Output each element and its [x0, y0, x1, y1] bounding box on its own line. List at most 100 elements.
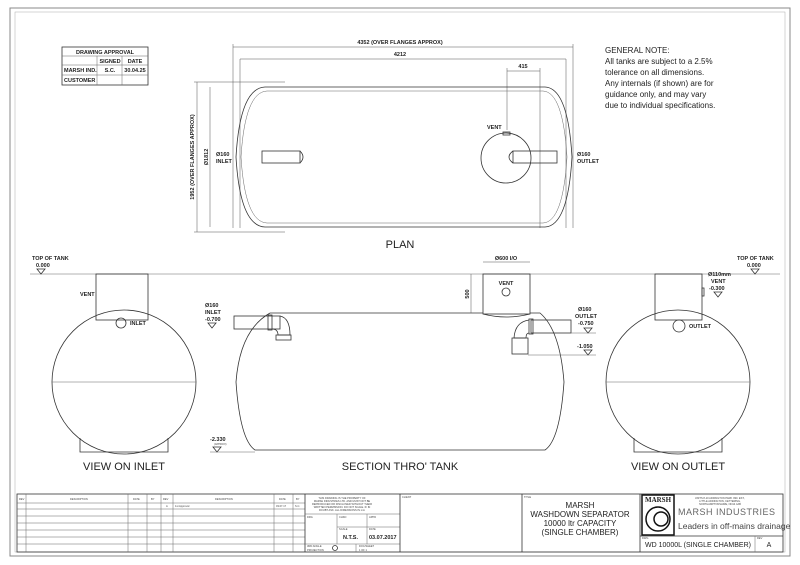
date-header: DATE	[279, 497, 286, 501]
plan-vent-label: VENT	[487, 125, 502, 131]
approval-date: 30.04.25	[124, 68, 145, 74]
plan-height-dimension: 1952 (OVER FLANGES APPROX)	[190, 114, 196, 200]
drawing-title-line: (SINGLE CHAMBER)	[542, 528, 619, 537]
section-base-level: -2.330	[210, 437, 226, 443]
revision-date: 03.07.17	[276, 504, 287, 508]
drawn-label: DRG	[307, 515, 313, 519]
by-header: BY	[296, 497, 300, 501]
inlet-view-vent-label: VENT	[80, 292, 95, 298]
view-on-inlet-title: VIEW ON INLET	[83, 461, 165, 473]
revision-id: A	[166, 504, 168, 508]
company-address: LITTLE ADDINGTON, KETTERING,	[699, 499, 741, 503]
section-outlet-pipe	[511, 318, 572, 355]
plan-view: 4352 (OVER FLANGES APPROX) 4212 415 1952…	[190, 40, 600, 251]
section-riser-height: 500	[465, 289, 471, 298]
copyright-line: THIS DRAWING IS THE PROPERTY OF	[318, 496, 366, 500]
note-line: tolerance on all dimensions.	[605, 68, 704, 77]
section-riser	[482, 273, 531, 315]
drawing-title-line: 10000 ltr CAPACITY	[544, 519, 617, 528]
top-of-tank-level: 0.000	[747, 263, 761, 269]
note-title: GENERAL NOTE:	[605, 46, 670, 55]
revision-value: A	[767, 542, 772, 549]
sheet-border	[9, 7, 791, 557]
copyright-line: MARSH INDUSTRIES LTD. AND MUST NOT BE	[314, 499, 371, 503]
section-view: VENT Ø600 I/O 500 Ø160 INLET -0.700 Ø160…	[205, 256, 598, 473]
top-of-tank-label: TOP OF TANK	[32, 256, 69, 262]
plan-inlet-pipe	[261, 150, 304, 164]
logo-text: MARSH	[645, 496, 672, 504]
copyright-line: WRITTEN PERMISSION. DO NOT SCALE. IF IN	[314, 505, 371, 509]
company-address: NORTHAMPTONSHIRE, NN14 4AB	[699, 502, 741, 506]
approved-label: APPD	[369, 515, 376, 519]
plan-length-dimension: 4212	[394, 52, 406, 58]
projection-label: 3RD ANGLE	[307, 544, 322, 548]
copyright-line: REPRODUCED OR DISCLOSED WITHOUT THEIR	[312, 502, 372, 506]
note-line: guidance only, and may vary	[605, 90, 706, 99]
scale-value: N.T.S.	[343, 535, 358, 541]
note-line: Any internals (if shown) are for	[605, 79, 714, 88]
approval-col-signed: SIGNED	[99, 59, 120, 65]
date-header: DATE	[133, 497, 140, 501]
title-block: REV DESCRIPTION DATE BY REV DESCRIPTION …	[16, 493, 791, 553]
section-inlet-size: Ø160	[205, 303, 218, 309]
section-inlet-label: INLET	[205, 310, 222, 316]
projection-symbol-icon	[332, 545, 338, 551]
inlet-view-inlet-label: INLET	[130, 321, 147, 327]
drawing-title-line: WASHDOWN SEPARATOR	[530, 510, 629, 519]
drawing-title-line: MARSH	[566, 501, 595, 510]
top-of-tank-label: TOP OF TANK	[737, 256, 774, 262]
by-header: BY	[151, 497, 155, 501]
sheet-number: 1 OF 1	[359, 548, 367, 552]
checked-label: CHKD	[339, 515, 346, 519]
drawing-number: WD 10000L (SINGLE CHAMBER)	[645, 542, 751, 549]
note-line: due to individual specifications.	[605, 101, 715, 110]
view-on-inlet: TOP OF TANK 0.000 VENT INLET VIEW ON INL…	[32, 256, 197, 473]
outlet-view-outlet-label: OUTLET	[689, 324, 712, 330]
revision-description: 1st Approval	[175, 504, 190, 508]
section-vent-label: VENT	[499, 281, 514, 287]
plan-riser	[480, 132, 532, 184]
approval-signed: S.C.	[105, 68, 116, 74]
outlet-vent-level: -0.300	[709, 286, 725, 292]
section-outlet-drop: -1.050	[577, 344, 593, 350]
description-header: DESCRIPTION	[70, 497, 88, 501]
drawing-date: 03.07.2017	[369, 535, 397, 541]
note-line: All tanks are subject to a 2.5%	[605, 57, 713, 66]
approval-row-label: CUSTOMER	[64, 78, 95, 84]
projection-label: PROJECTION	[307, 548, 324, 552]
outlet-vent-label: VENT	[711, 279, 726, 285]
plan-tank-outline	[235, 86, 573, 228]
section-tank-outline	[235, 312, 565, 451]
plan-inlet-size: Ø160	[216, 152, 229, 158]
plan-outlet-label: OUTLET	[577, 159, 600, 165]
section-outlet-label: OUTLET	[575, 314, 598, 320]
approval-title: DRAWING APPROVAL	[76, 50, 135, 56]
rev-label: REV	[757, 536, 763, 540]
outlet-vent-size: Ø110mm	[708, 272, 731, 278]
company-tagline: Leaders in off-mains drainage	[678, 521, 791, 531]
section-base-approx: (APPROX)	[214, 442, 227, 446]
view-on-outlet-title: VIEW ON OUTLET	[631, 461, 725, 473]
drawing-no-label: DWG	[642, 536, 648, 540]
top-of-tank-level: 0.000	[36, 263, 50, 269]
rev-header: REV	[19, 497, 25, 501]
date-label: DATE	[369, 527, 376, 531]
scale-label: SCALE	[339, 527, 348, 531]
revision-by: S.C.	[295, 504, 300, 508]
approval-col-date: DATE	[128, 59, 143, 65]
plan-outlet-size: Ø160	[577, 152, 590, 158]
approval-table: DRAWING APPROVAL SIGNED DATE MARSH IND. …	[61, 46, 149, 86]
title-label: TITLE	[524, 495, 531, 499]
rev-header: REV	[163, 497, 169, 501]
general-note: GENERAL NOTE: All tanks are subject to a…	[605, 46, 715, 110]
description-header: DESCRIPTION	[215, 497, 233, 501]
section-inlet-level: -0.700	[205, 317, 221, 323]
marsh-logo: MARSH	[641, 494, 675, 536]
plan-inlet-label: INLET	[216, 159, 233, 165]
approval-row-label: MARSH IND.	[64, 68, 97, 74]
plan-vent-offset: 415	[518, 64, 527, 70]
company-name: MARSH INDUSTRIES	[678, 507, 776, 517]
company-address: UNITS 8-10 ADDINGTON PARK IND. EST.,	[695, 496, 745, 500]
plan-overall-dimension: 4352 (OVER FLANGES APPROX)	[357, 40, 443, 46]
section-outlet-level: -0.750	[578, 321, 594, 327]
